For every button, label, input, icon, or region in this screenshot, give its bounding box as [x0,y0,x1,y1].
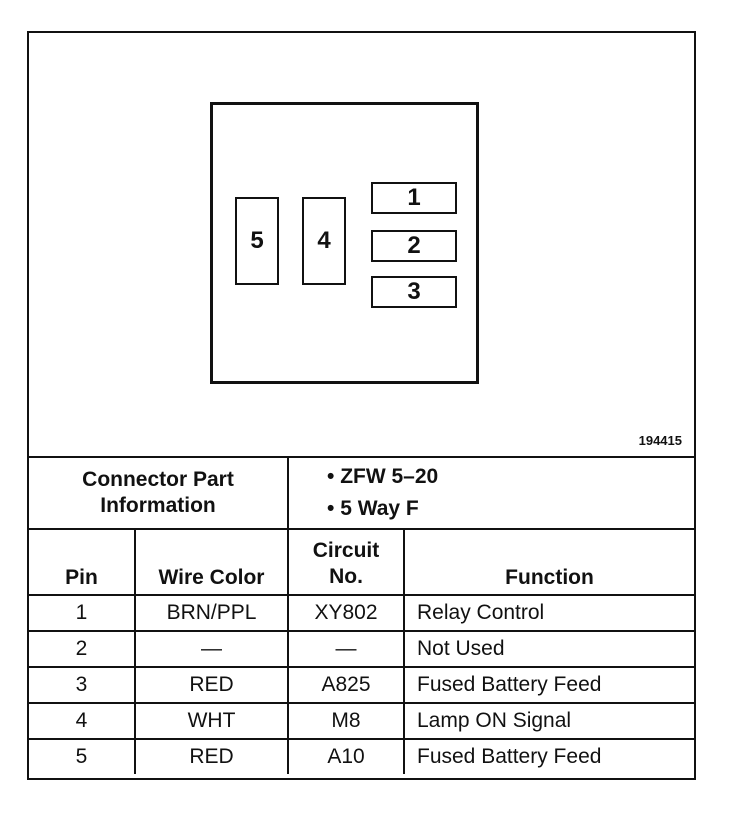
cell-function: Fused Battery Feed [403,738,694,774]
cell-pin: 2 [29,630,136,668]
cell-function: Fused Battery Feed [403,666,694,704]
pinout-table: Connector Part Information ZFW 5–20 5 Wa… [29,458,694,774]
cell-wire-color: RED [134,666,289,704]
table-row: 5 RED A10 Fused Battery Feed [29,738,694,774]
connector-info-row: Connector Part Information ZFW 5–20 5 Wa… [29,458,694,530]
cell-wire-color: — [134,630,289,668]
cell-wire-color: WHT [134,702,289,740]
cell-pin: 4 [29,702,136,740]
connector-info-label-line1: Connector Part [82,468,234,491]
cell-circuit: A10 [287,738,405,774]
pin-5-cavity: 5 [235,197,279,285]
header-circuit-line1: Circuit [312,539,380,562]
cell-pin: 5 [29,738,136,774]
pin-1-cavity: 1 [371,182,457,214]
cell-function: Not Used [403,630,694,668]
cell-circuit: M8 [287,702,405,740]
header-function: Function [403,528,694,596]
pin-2-cavity: 2 [371,230,457,262]
cell-wire-color: BRN/PPL [134,594,289,632]
cell-function: Lamp ON Signal [403,702,694,740]
table-row: 4 WHT M8 Lamp ON Signal [29,702,694,740]
connector-frame: 5 4 1 2 3 194415 Connector Part Informat… [27,31,696,780]
cell-circuit: A825 [287,666,405,704]
header-circuit-line2: No. [329,565,363,588]
header-pin: Pin [29,528,136,596]
figure-id: 194415 [638,433,682,448]
header-wire-color: Wire Color [134,528,289,596]
cell-pin: 1 [29,594,136,632]
cell-wire-color: RED [134,738,289,774]
cell-function: Relay Control [403,594,694,632]
connector-info-items: ZFW 5–20 5 Way F [287,458,694,530]
header-circuit: Circuit No. [287,528,405,596]
cell-circuit: XY802 [287,594,405,632]
cell-circuit: — [287,630,405,668]
table-row: 1 BRN/PPL XY802 Relay Control [29,594,694,632]
cell-pin: 3 [29,666,136,704]
connector-diagram: 5 4 1 2 3 194415 [29,33,694,458]
pin-4-cavity: 4 [302,197,346,285]
connector-housing: 5 4 1 2 3 [210,102,479,384]
table-row: 3 RED A825 Fused Battery Feed [29,666,694,704]
pin-3-cavity: 3 [371,276,457,308]
header-row: Pin Wire Color Circuit No. Function [29,528,694,596]
table-row: 2 — — Not Used [29,630,694,668]
connector-info-label-line2: Information [100,494,216,517]
connector-info-item: 5 Way F [327,493,688,525]
connector-info-item: ZFW 5–20 [327,461,688,493]
connector-info-label: Connector Part Information [29,458,289,530]
